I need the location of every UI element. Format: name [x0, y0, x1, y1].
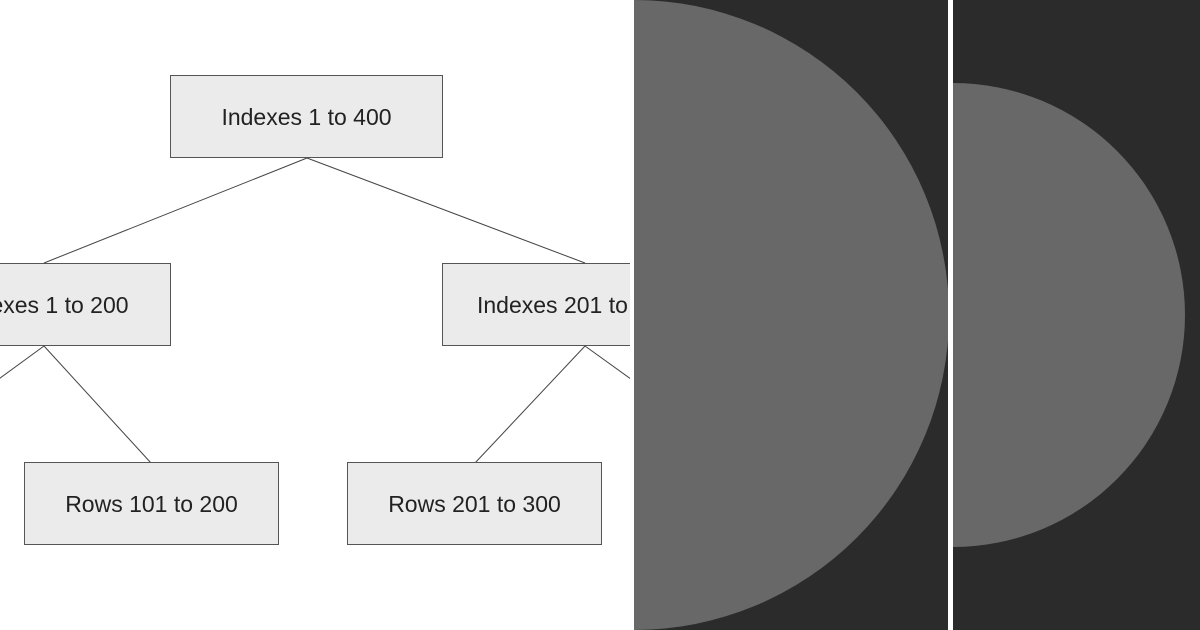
- edge-left-leaf-2: [43, 345, 152, 464]
- node-leaf-3: Rows 201 to 300: [347, 462, 602, 545]
- edge-root-right: [306, 157, 586, 264]
- node-root-label: Indexes 1 to 400: [221, 104, 391, 130]
- edge-root-left: [43, 157, 308, 264]
- divider-left: [630, 0, 634, 630]
- node-left-label: Indexes 1 to 200: [0, 292, 129, 318]
- tree-diagram-panel: Indexes 1 to 400 Indexes 1 to 200 Indexe…: [0, 75, 630, 545]
- half-circle-shape-right: [953, 0, 1200, 630]
- divider-right: [948, 0, 953, 630]
- node-leaf-3-label: Rows 201 to 300: [388, 491, 561, 517]
- dark-panel-left: [634, 0, 948, 630]
- node-leaf-2-label: Rows 101 to 200: [65, 491, 238, 517]
- node-right-label: Indexes 201 to 400: [477, 292, 630, 318]
- edge-left-leaf-1: [0, 345, 45, 379]
- node-left: Indexes 1 to 200: [0, 263, 171, 346]
- tree-diagram: Indexes 1 to 400 Indexes 1 to 200 Indexe…: [0, 75, 630, 545]
- edge-right-leaf-4: [584, 345, 630, 380]
- half-circle-shape-left: [634, 0, 948, 630]
- edge-right-leaf-3: [474, 345, 586, 464]
- node-root: Indexes 1 to 400: [170, 75, 443, 158]
- dark-panel-right: [953, 0, 1200, 630]
- node-right: Indexes 201 to 400: [442, 263, 630, 346]
- node-leaf-2: Rows 101 to 200: [24, 462, 279, 545]
